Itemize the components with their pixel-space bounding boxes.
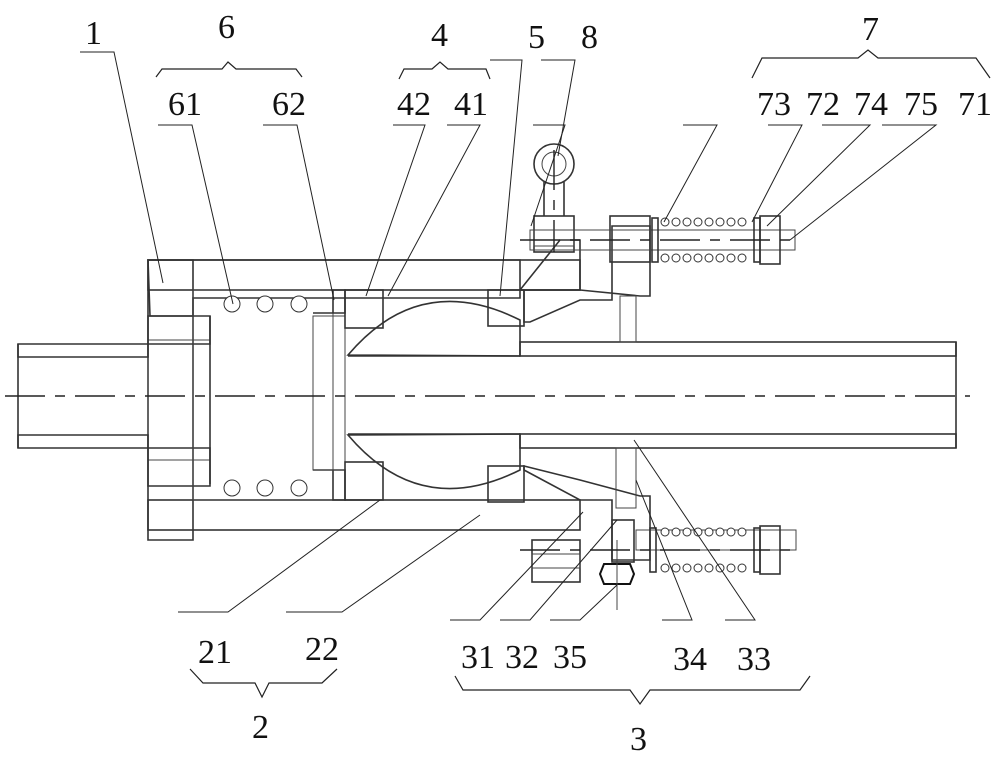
seal-part-4 xyxy=(344,289,384,501)
callout-labels: 1 6 4 5 8 7 61 62 42 41 73 72 74 75 71 2… xyxy=(85,9,992,757)
label-1: 1 xyxy=(85,15,102,52)
spring-coils-72 xyxy=(660,217,747,263)
tension-bolt-part-7-top xyxy=(520,215,800,265)
label-61: 61 xyxy=(168,86,202,123)
label-33: 33 xyxy=(737,641,771,678)
label-74: 74 xyxy=(854,86,888,123)
washer-73 xyxy=(651,217,659,263)
label-22: 22 xyxy=(305,631,339,668)
spring-seat-62 xyxy=(313,289,346,314)
label-6: 6 xyxy=(218,9,235,46)
brace-group-6 xyxy=(155,61,303,78)
gland-flange-part-3 xyxy=(523,225,651,610)
label-32: 32 xyxy=(505,639,539,676)
label-73: 73 xyxy=(757,86,791,123)
label-31: 31 xyxy=(461,639,495,676)
spring-coils-bottom xyxy=(660,527,747,573)
label-34: 34 xyxy=(673,641,707,678)
label-5: 5 xyxy=(528,19,545,56)
label-3: 3 xyxy=(630,721,647,757)
label-8: 8 xyxy=(581,19,598,56)
label-62: 62 xyxy=(272,86,306,123)
group-braces xyxy=(155,49,991,706)
brace-group-4 xyxy=(398,61,491,80)
label-71: 71 xyxy=(958,86,992,123)
label-21: 21 xyxy=(198,634,232,671)
label-41: 41 xyxy=(454,86,488,123)
label-72: 72 xyxy=(806,86,840,123)
brace-group-3 xyxy=(454,675,811,706)
leader-lines xyxy=(80,51,938,621)
label-42: 42 xyxy=(397,86,431,123)
label-35: 35 xyxy=(553,639,587,676)
grease-nipple-35 xyxy=(598,519,636,610)
lifting-eye-part-8 xyxy=(533,143,575,253)
label-75: 75 xyxy=(904,86,938,123)
brace-group-7 xyxy=(751,49,991,79)
label-7: 7 xyxy=(862,11,879,48)
label-2: 2 xyxy=(252,709,269,746)
spring-assembly-part-6 xyxy=(192,289,346,501)
label-4: 4 xyxy=(431,17,448,54)
spring-coils-61 xyxy=(223,295,308,497)
tension-bolt-bottom xyxy=(520,525,800,575)
ball-joint-part-2 xyxy=(346,300,957,490)
brace-group-2 xyxy=(189,668,338,699)
